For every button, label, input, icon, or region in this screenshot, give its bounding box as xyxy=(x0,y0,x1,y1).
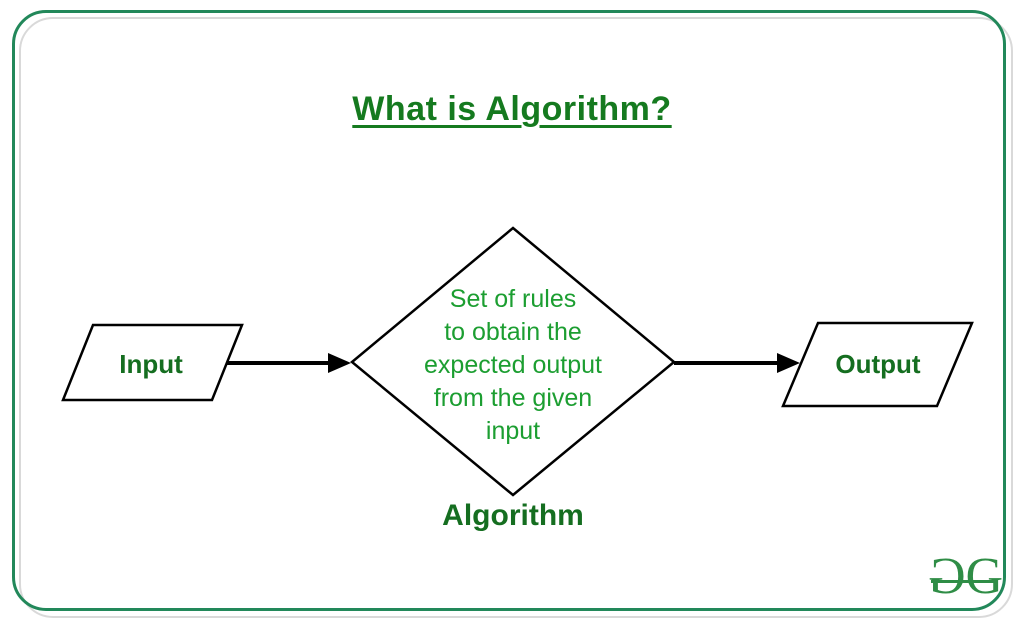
border-shadow xyxy=(19,17,1013,618)
page-title: What is Algorithm? xyxy=(352,90,672,128)
geeksforgeeks-logo-icon: GG xyxy=(930,548,1003,605)
algorithm-caption: Algorithm xyxy=(442,499,584,532)
arrowhead-input-to-diamond xyxy=(328,353,351,373)
diamond-text: Set of rules to obtain the expected outp… xyxy=(353,283,673,448)
input-parallelogram xyxy=(61,323,244,402)
logo-mirrored-g: G xyxy=(932,548,966,605)
output-parallelogram xyxy=(781,321,974,408)
arrowhead-diamond-to-output xyxy=(777,353,800,373)
output-label: Output xyxy=(835,349,921,379)
diamond-text-line: to obtain the xyxy=(444,318,582,346)
diamond-text-line: Set of rules xyxy=(449,285,577,313)
diamond-text-line: input xyxy=(485,417,541,445)
algorithm-diamond xyxy=(350,226,676,497)
logo-g: G xyxy=(965,548,1002,605)
diamond-text-line: expected output xyxy=(424,351,602,379)
outer-green-border xyxy=(12,10,1006,611)
logo-crossbar xyxy=(930,579,997,583)
input-label: Input xyxy=(119,349,183,379)
diamond-text-line: from the given xyxy=(433,384,593,412)
